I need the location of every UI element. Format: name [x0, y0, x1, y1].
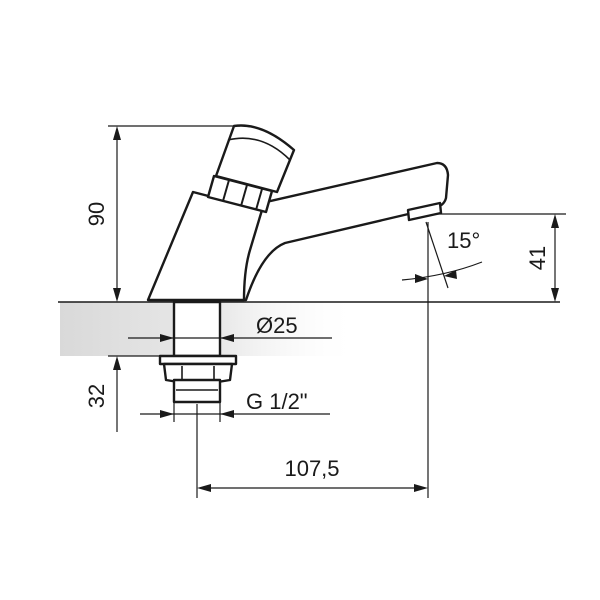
push-button [214, 124, 296, 194]
label-base-diameter: Ø25 [256, 313, 298, 338]
label-spout-height: 41 [525, 246, 550, 270]
label-thread-height: 32 [84, 384, 109, 408]
shank [158, 300, 238, 404]
faucet-body [146, 124, 450, 302]
label-length: 107,5 [284, 456, 339, 481]
angle-arc [401, 261, 483, 281]
label-spout-angle: 15° [447, 228, 480, 253]
label-thread-size: G 1/2" [246, 389, 308, 414]
aerator [406, 201, 443, 222]
body-column [146, 190, 264, 302]
angle-leg [425, 221, 449, 289]
label-height-total: 90 [84, 202, 109, 226]
